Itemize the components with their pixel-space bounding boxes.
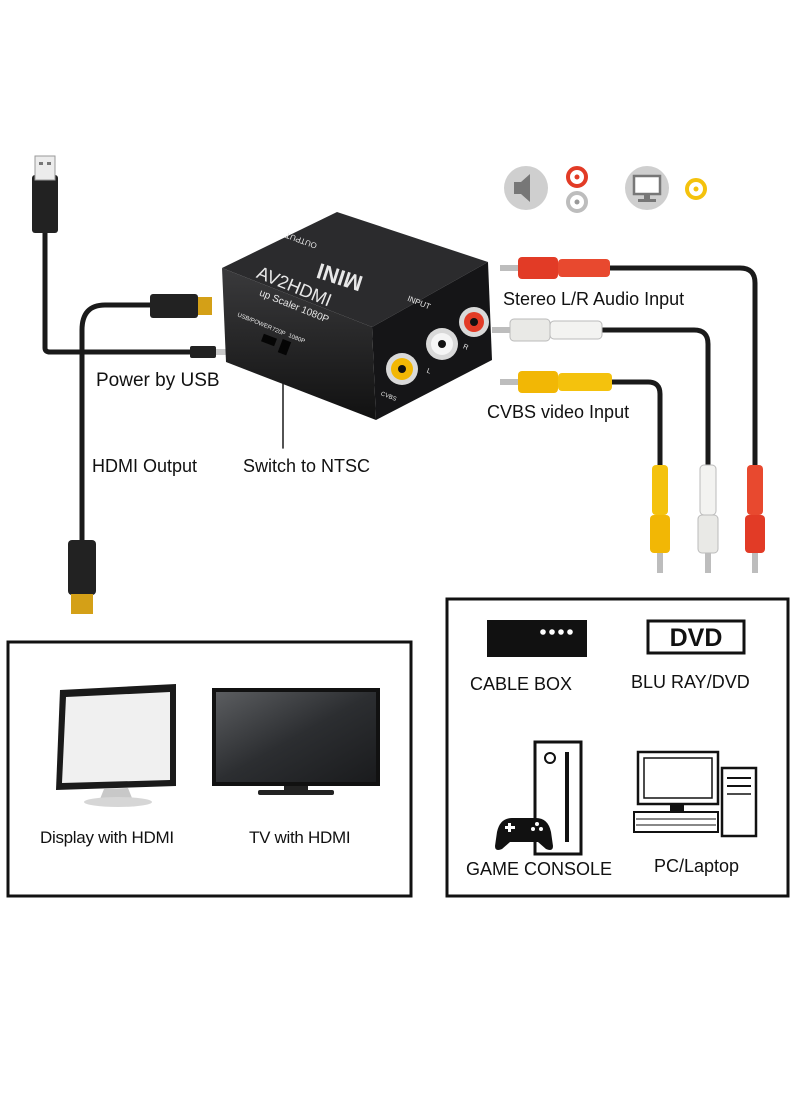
micro-usb-plug bbox=[190, 346, 228, 358]
rca-plug-red-tail bbox=[745, 465, 765, 573]
label-audio-input: Stereo L/R Audio Input bbox=[503, 289, 685, 309]
rca-plug-yellow-tail bbox=[650, 465, 670, 573]
device-jack-cvbs: CVBS bbox=[380, 391, 397, 403]
rca-plug-red-head bbox=[500, 257, 610, 279]
video-jack-yellow-icon bbox=[685, 178, 707, 200]
label-tv: TV with HDMI bbox=[249, 828, 351, 847]
monitor-icon bbox=[625, 166, 669, 210]
output-devices-frame bbox=[6, 640, 413, 898]
label-hdmi-output: HDMI Output bbox=[92, 456, 198, 476]
rca-plug-yellow-head bbox=[500, 371, 612, 393]
label-video-input: CVBS video Input bbox=[487, 402, 630, 422]
display-icon bbox=[56, 684, 176, 807]
label-dvd: BLU RAY/DVD bbox=[631, 672, 750, 692]
audio-jack-white-icon bbox=[566, 191, 588, 213]
rca-plug-white-tail bbox=[697, 464, 719, 573]
hdmi-plug-top bbox=[150, 294, 212, 318]
hdmi-plug-bottom bbox=[68, 540, 96, 614]
dvd-logo-text: DVD bbox=[670, 624, 723, 652]
cable-box-icon bbox=[487, 620, 587, 657]
device-jack-r: R bbox=[462, 343, 469, 351]
usb-plug bbox=[32, 155, 58, 233]
label-power: Power by USB bbox=[96, 370, 220, 391]
audio-jack-red-icon bbox=[566, 166, 588, 188]
device-jack-l: L bbox=[425, 368, 431, 376]
speaker-icon bbox=[504, 166, 548, 210]
device-switch-720: 720P bbox=[271, 327, 286, 338]
label-game-console: GAME CONSOLE bbox=[466, 859, 613, 879]
rca-plug-white-head bbox=[492, 318, 603, 342]
label-pc: PC/Laptop bbox=[654, 856, 740, 876]
tv-icon bbox=[212, 688, 380, 795]
game-console-icon bbox=[495, 740, 583, 856]
label-display: Display with HDMI bbox=[40, 828, 174, 847]
pc-icon bbox=[633, 750, 758, 838]
box-rca-jacks bbox=[386, 307, 489, 385]
dvd-logo-frame bbox=[646, 619, 746, 655]
source-devices-frame bbox=[445, 597, 790, 898]
label-cable-box: CABLE BOX bbox=[470, 674, 573, 694]
converter-box bbox=[222, 212, 492, 420]
label-switch: Switch to NTSC bbox=[243, 456, 371, 476]
